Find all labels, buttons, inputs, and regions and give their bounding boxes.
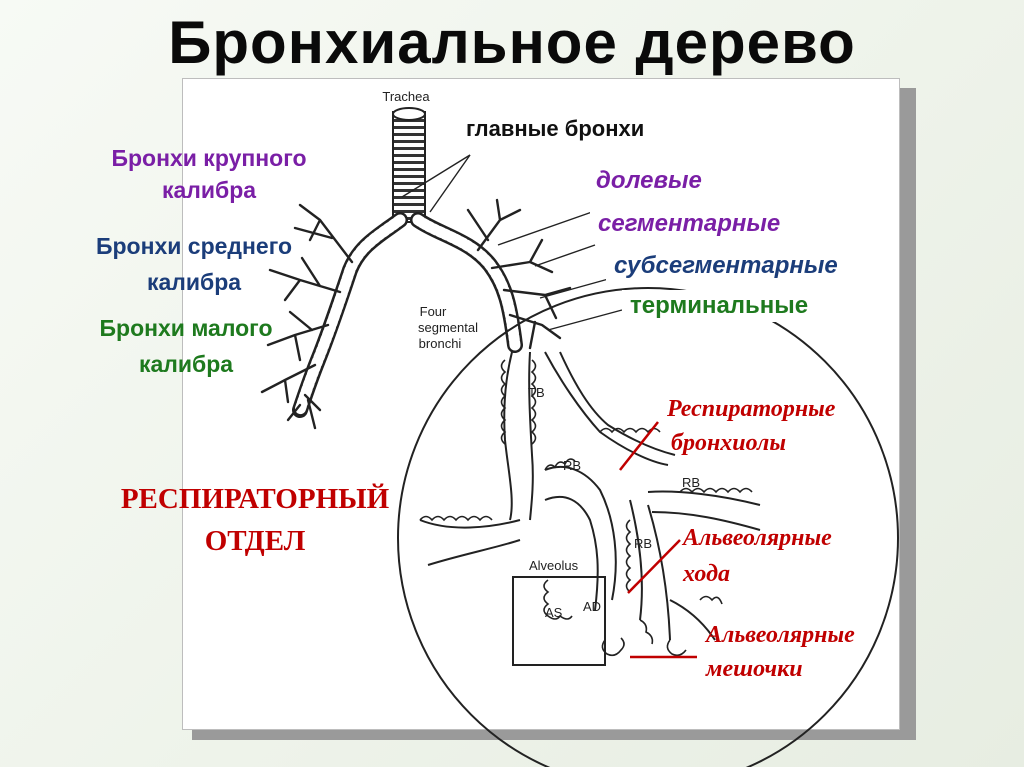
alveolar-sacs-line1: Альвеолярные: [706, 622, 855, 648]
leader-lines: [401, 154, 623, 331]
bronchial-branches: [260, 198, 572, 430]
trachea-shape: [392, 107, 426, 223]
medium-caliber-line2: калибра: [146, 269, 242, 295]
alveoli-bumps: [419, 359, 753, 657]
rb-label-1: RB: [563, 458, 581, 473]
respiratory-bronchioles-label: Респираторные бронхиолы: [667, 392, 835, 460]
ad-label: AD: [583, 599, 601, 614]
large-caliber-line2: калибра: [161, 177, 257, 203]
four-segmental-line3: bronchi: [419, 336, 462, 351]
alveolar-ducts-line1: Альвеолярные: [683, 525, 832, 551]
large-caliber-label: Бронхи крупного калибра: [78, 142, 340, 206]
terminal-label: терминальные: [622, 290, 817, 322]
alveolus-inset-box: [512, 576, 606, 666]
trachea-label: Trachea: [382, 89, 430, 104]
respiratory-section-line1: РЕСПИРАТОРНЫЙ: [120, 483, 390, 515]
red-pointer-lines: [619, 421, 697, 659]
respiratory-bronchioles-line1: Респираторные: [667, 396, 836, 422]
respiratory-section-label: РЕСПИРАТОРНЫЙ ОТДЕЛ: [90, 478, 420, 562]
respiratory-section-line2: ОТДЕЛ: [204, 525, 306, 557]
alveolar-sacs-line2: мешочки: [706, 656, 803, 682]
alveolar-sacs-label: Альвеолярные мешочки: [706, 618, 855, 686]
respiratory-branches: [419, 351, 761, 641]
page-title: Бронхиальное дерево: [168, 9, 856, 76]
main-bronchi-label: главные бронхи: [458, 114, 653, 144]
four-segmental-line2: segmental: [418, 320, 478, 335]
alveolar-ducts-label: Альвеолярные хода: [683, 520, 832, 592]
small-caliber-line2: калибра: [138, 351, 234, 377]
tb-label: TB: [528, 385, 545, 400]
medium-caliber-line1: Бронхи среднего: [95, 233, 293, 259]
respiratory-bronchioles-line2: бронхиолы: [671, 430, 787, 456]
small-caliber-line1: Бронхи малого: [99, 315, 273, 341]
segmental-label: сегментарные: [590, 208, 789, 240]
as-label: AS: [545, 605, 563, 620]
four-segmental-line1: Four: [420, 304, 447, 319]
alveolar-ducts-line2: хода: [683, 561, 730, 587]
alveolus-label: Alveolus: [529, 558, 579, 573]
rb-label-2: RB: [682, 475, 700, 490]
small-caliber-label: Бронхи малого калибра: [70, 310, 302, 382]
medium-caliber-label: Бронхи среднего калибра: [66, 228, 322, 300]
subsegmental-label: субсегментарные: [606, 250, 846, 282]
lobar-label: долевые: [588, 165, 710, 197]
rb-label-3: RB: [634, 536, 652, 551]
magnification-circle: [397, 287, 899, 767]
large-caliber-line1: Бронхи крупного: [111, 145, 307, 171]
